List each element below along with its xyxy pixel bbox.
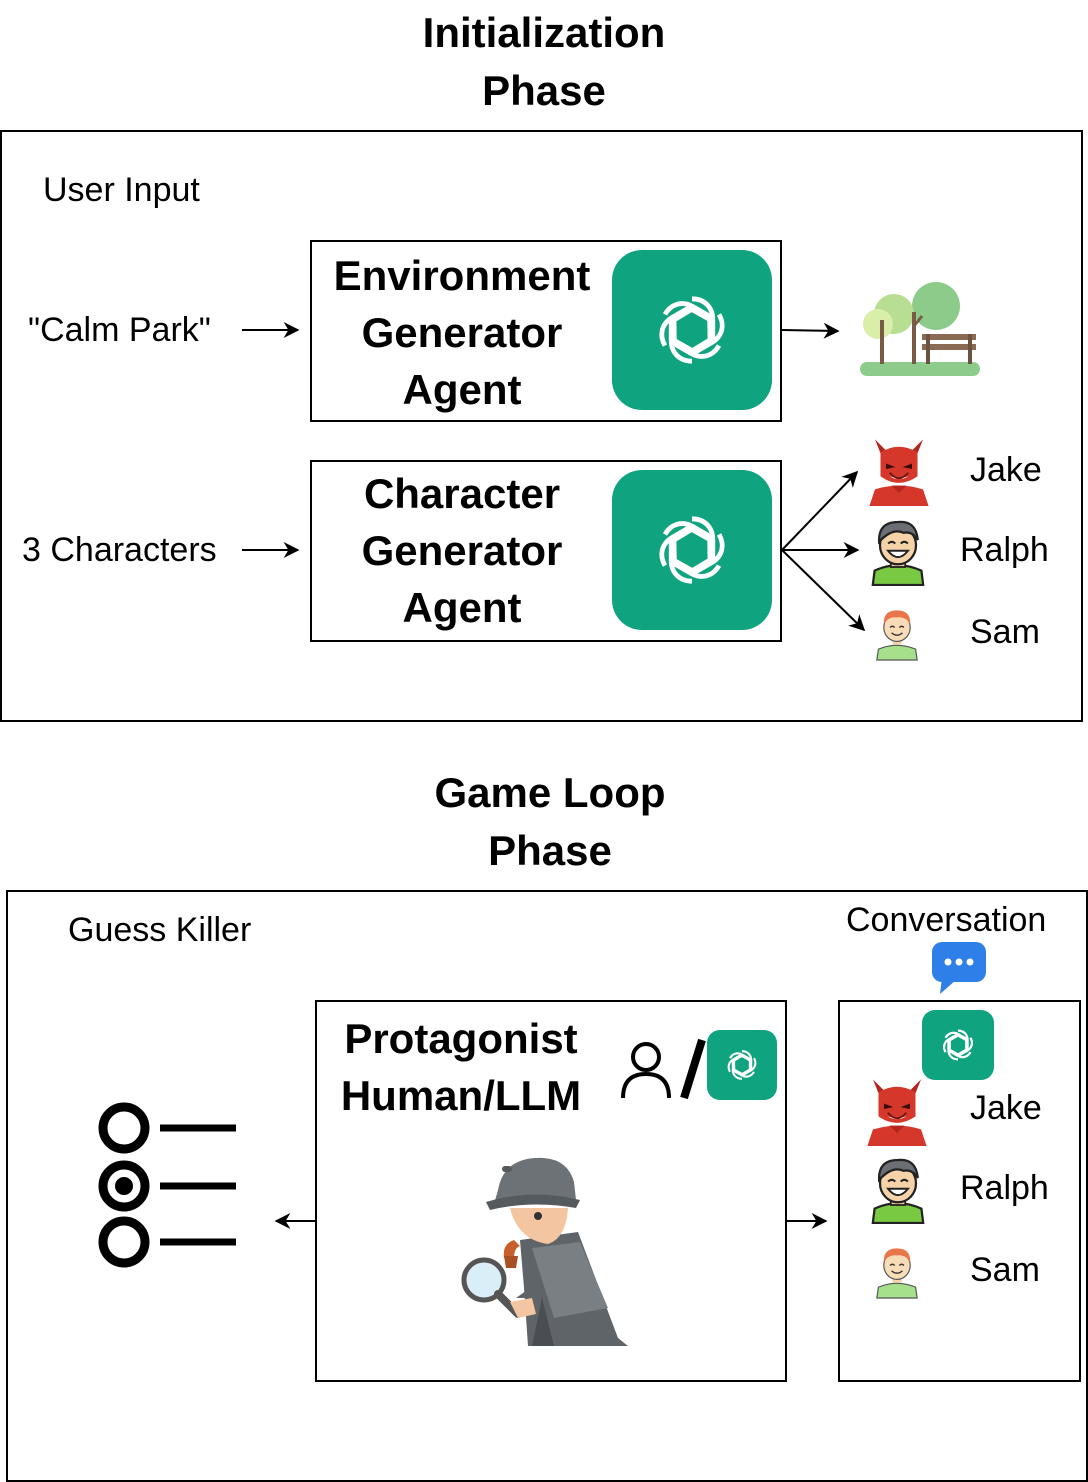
protagonist-label: Protagonist Human/LLM: [318, 1010, 604, 1124]
env-agent-line3: Agent: [402, 366, 522, 413]
game-character-sam: Sam: [970, 1251, 1040, 1289]
char-agent-label: Character Generator Agent: [312, 465, 612, 636]
game-title-line1: Game Loop: [434, 769, 666, 816]
game-character-ralph: Ralph: [960, 1169, 1049, 1207]
chat-bubble-icon: [932, 942, 986, 994]
init-character-ralph: Ralph: [960, 531, 1049, 569]
init-title-line1: Initialization: [422, 9, 666, 56]
radio-list-icon: [98, 1102, 236, 1268]
devil-face-icon: [866, 1078, 928, 1146]
guess-killer-label: Guess Killer: [68, 911, 252, 949]
init-phase-title: Initialization Phase: [0, 4, 1088, 120]
init-arrows: [242, 322, 866, 632]
user-input-label: User Input: [43, 171, 200, 209]
char-input-text: 3 Characters: [22, 531, 217, 569]
init-title-line2: Phase: [482, 67, 606, 114]
char-arrow-jake: [781, 470, 859, 551]
smiling-boy-icon: [876, 1247, 918, 1299]
char-agent-line1: Character: [363, 470, 561, 517]
char-agent-line2: Generator: [361, 527, 563, 574]
env-input-text: "Calm Park": [28, 311, 211, 349]
slash-separator: [680, 1038, 706, 1100]
user-outline-icon: [621, 1042, 671, 1099]
openai-logo-icon: [612, 470, 772, 630]
conversation-label: Conversation: [846, 901, 1047, 939]
openai-logo-icon: [922, 1010, 994, 1080]
game-title-line2: Phase: [488, 827, 612, 874]
init-character-sam: Sam: [970, 613, 1040, 651]
openai-logo-icon: [612, 250, 772, 410]
protagonist-line1: Protagonist: [344, 1015, 578, 1062]
laughing-man-icon: [871, 1158, 925, 1224]
init-character-jake: Jake: [970, 451, 1042, 489]
env-output-arrow: [781, 322, 840, 339]
game-phase-title: Game Loop Phase: [6, 764, 1088, 880]
game-character-jake: Jake: [970, 1089, 1042, 1127]
char-arrow-sam: [781, 549, 866, 632]
env-agent-line2: Generator: [361, 309, 563, 356]
char-agent-line3: Agent: [402, 584, 522, 631]
env-agent-label: Environment Generator Agent: [312, 247, 612, 418]
detective-icon: [461, 1157, 628, 1346]
env-agent-line1: Environment: [333, 252, 591, 299]
protagonist-line2: Human/LLM: [340, 1072, 582, 1119]
park-bench-icon: [860, 282, 980, 376]
openai-logo-icon: [707, 1030, 777, 1100]
